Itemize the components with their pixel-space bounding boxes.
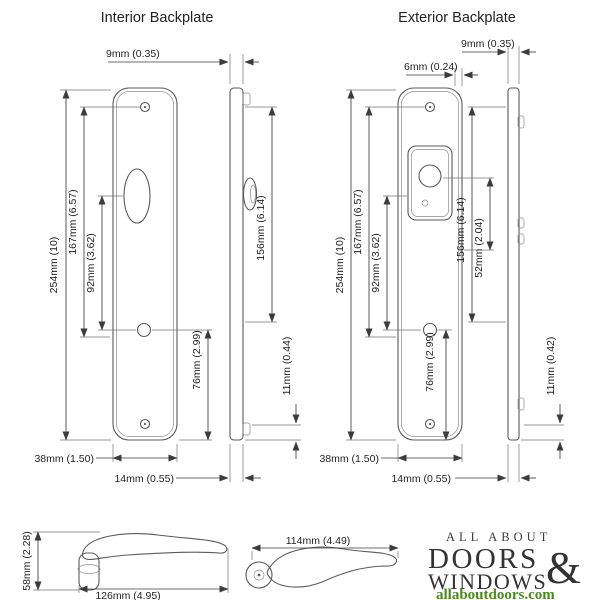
interior-title: Interior Backplate (101, 10, 214, 26)
exterior-side-plate-width-label: 14mm (0.55) (391, 473, 451, 485)
handle-height-label: 58mm (2.28) (21, 531, 33, 591)
exterior-overall-height-label: 254mm (10) (334, 237, 346, 294)
interior-plate-width-label: 38mm (1.50) (34, 453, 94, 465)
exterior-dim-side-thickness: 9mm (0.35) (461, 38, 536, 84)
exterior-dim-screw-spacing: 167mm (6.57) (352, 106, 425, 338)
interior-side-thickness-label: 9mm (0.35) (106, 48, 160, 60)
exterior-cylinder-spacing-label: 52mm (2.04) (473, 218, 485, 278)
interior-handle-cutout (123, 168, 151, 224)
interior-dim-side-plate-width: 14mm (0.55) (114, 444, 261, 485)
handle-dim-height: 58mm (2.28) (21, 531, 100, 591)
exterior-top-clip (517, 115, 525, 129)
exterior-clip-offset-label: 11mm (0.42) (545, 337, 557, 396)
exterior-bottom-screw-hole (424, 418, 436, 430)
exterior-front-view (397, 87, 463, 441)
interior-thumbturn-knob (242, 177, 258, 211)
handle-front-rose (245, 561, 273, 589)
exterior-mid-clip-lower (517, 233, 525, 245)
exterior-dim-cylinder-to-hole: 92mm (3.62) (370, 195, 421, 331)
exterior-screw-spacing-label: 167mm (6.57) (352, 189, 364, 254)
exterior-bottom-clip (517, 397, 525, 411)
exterior-side-thickness-label: 9mm (0.35) (461, 38, 515, 50)
interior-bottom-screw-hole (139, 418, 151, 430)
interior-side-plate-width-label: 14mm (0.55) (114, 473, 174, 485)
logo-word-doors: DOORS (428, 543, 539, 575)
interior-dim-side-plate-height: 156mm (6.14) (245, 106, 277, 323)
exterior-keyway (421, 199, 429, 207)
logo-ampersand: & (546, 543, 581, 593)
interior-screw-spacing-label: 167mm (6.57) (67, 189, 79, 254)
interior-side-view (229, 87, 258, 441)
exterior-spindle-hole (422, 322, 438, 338)
interior-dim-clip-offset: 11mm (0.44) (245, 337, 301, 459)
interior-overall-height-label: 254mm (10) (48, 237, 60, 294)
exterior-dim-side-plate-width: 14mm (0.55) (391, 444, 536, 485)
exterior-dim-hole-to-bottom: 76mm (2.99) (424, 329, 452, 441)
logo-tagline: ALL ABOUT (446, 530, 551, 544)
exterior-top-screw-hole (424, 101, 436, 113)
exterior-title: Exterior Backplate (398, 10, 516, 26)
exterior-dim-cylinder-spacing: 52mm (2.04) (443, 177, 494, 278)
exterior-edge-depth-label: 6mm (0.24) (404, 61, 458, 73)
interior-handle-to-hole-label: 92mm (3.62) (85, 233, 97, 293)
interior-side-plate-height-label: 156mm (6.14) (255, 195, 267, 260)
exterior-plate-width-label: 38mm (1.50) (319, 453, 379, 465)
handle-dim-front-length: 114mm (4.49) (251, 535, 399, 560)
exterior-dim-plate-width: 38mm (1.50) (319, 444, 463, 465)
exterior-side-plate-height-label: 156mm (6.14) (455, 197, 467, 262)
interior-top-screw-hole (139, 101, 151, 113)
interior-clip-offset-label: 11mm (0.44) (281, 337, 293, 396)
interior-bottom-clip (242, 422, 251, 436)
exterior-cylinder-hole (418, 164, 442, 188)
exterior-side-view (507, 87, 525, 441)
interior-spindle-hole (136, 322, 152, 338)
handle-front-length-label: 114mm (4.49) (286, 535, 351, 547)
handle-length-label: 126mm (4.95) (95, 590, 160, 600)
logo-word-windows: WINDOWS (428, 569, 547, 594)
logo-website-url: allaboutdoors.com (436, 587, 555, 600)
handle-side-lever (81, 533, 228, 560)
interior-dim-screw-spacing: 167mm (6.57) (67, 106, 140, 338)
company-logo: ALL ABOUT DOORS & WINDOWS allaboutdoors.… (428, 530, 581, 600)
exterior-cylinder-recess (407, 145, 453, 221)
handle-side-view (77, 533, 228, 591)
interior-dim-hole-to-bottom: 76mm (2.99) (152, 329, 212, 441)
exterior-cylinder-to-hole-label: 92mm (3.62) (370, 233, 382, 293)
interior-dim-overall-height: 254mm (10) (48, 89, 111, 441)
exterior-mid-clip-upper (517, 217, 525, 229)
handle-front-lever (266, 546, 397, 588)
interior-dim-plate-width: 38mm (1.50) (34, 444, 178, 465)
interior-hole-to-bottom-label: 76mm (2.99) (191, 330, 203, 390)
handle-dim-length: 126mm (4.95) (78, 548, 229, 600)
interior-front-view (112, 87, 178, 441)
exterior-hole-to-bottom-label: 76mm (2.99) (424, 332, 436, 392)
interior-dim-side-thickness: 9mm (0.35) (106, 48, 259, 84)
exterior-dim-side-plate-height: 156mm (6.14) (455, 106, 506, 323)
exterior-dim-clip-offset: 11mm (0.42) (521, 337, 564, 459)
exterior-dim-overall-height: 254mm (10) (334, 89, 396, 441)
interior-top-clip (242, 92, 251, 106)
exterior-dim-edge-depth: 6mm (0.24) (404, 61, 478, 86)
interior-dim-handle-to-hole: 92mm (3.62) (85, 195, 136, 331)
handle-front-view (245, 546, 397, 589)
